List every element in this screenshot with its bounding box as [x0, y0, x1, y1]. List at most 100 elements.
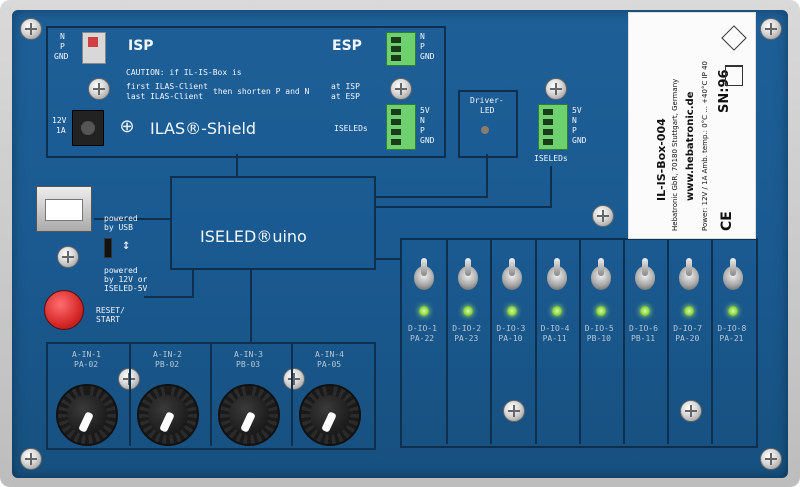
digital-io-port: PB-11	[631, 334, 656, 343]
power-current-label: 1A	[56, 126, 66, 135]
manufacturer-address: Hebatronic GbR, 70180 Stuttgart, Germany	[671, 78, 679, 231]
driver-led-label-2: LED	[480, 106, 495, 115]
isp-pin-p: P	[60, 42, 65, 51]
digital-io-label: D-IO-3	[496, 324, 526, 333]
digital-io-label: D-IO-5	[584, 324, 614, 333]
digital-io-label: D-IO-1	[408, 324, 437, 333]
powered-by-usb-label: powered by USB	[104, 214, 138, 232]
power-voltage-label: 12V	[52, 116, 67, 125]
esp-pin-gnd: GND	[420, 52, 435, 61]
analog-divider	[291, 344, 293, 446]
trace	[250, 268, 252, 344]
trace	[374, 258, 400, 260]
caution-line-2: first ILAS-Client	[126, 82, 208, 91]
driver-led-label-1: Driver-	[470, 96, 504, 105]
ilas-shield-box	[46, 26, 446, 158]
digital-io-port: PB-10	[586, 334, 611, 343]
trace	[550, 166, 552, 208]
ce-mark: CE	[719, 211, 735, 231]
analog-input-port: PA-02	[74, 360, 99, 369]
digital-io-divider	[623, 240, 625, 444]
analog-input-port: PB-02	[155, 360, 180, 369]
knob-pointer-icon	[78, 411, 94, 433]
iseleduino-label: ISELED®uino	[200, 227, 307, 246]
esp-connector	[386, 32, 416, 66]
isp-pin-gnd: GND	[54, 52, 69, 61]
screw-icon	[760, 18, 782, 40]
right-iseleds-label: ISELEDs	[534, 154, 568, 163]
warning-diamond-icon	[721, 25, 747, 51]
digital-io-divider	[711, 240, 714, 444]
knob-pointer-icon	[240, 411, 256, 433]
isp-connector	[82, 32, 106, 64]
screw-icon	[20, 18, 42, 40]
caution-then-text: then shorten P and N	[213, 87, 310, 96]
esp-label: ESP	[332, 38, 362, 54]
potentiometer-knob-a-in-1[interactable]	[56, 384, 118, 446]
digital-io-box	[400, 238, 758, 448]
screw-icon	[283, 368, 305, 390]
toggle-switch-d-io-5[interactable]	[590, 258, 611, 290]
knob-pointer-icon	[159, 411, 175, 433]
right-pin-p: P	[572, 126, 577, 135]
digital-io-label: D-IO-8	[717, 324, 747, 333]
toggle-switch-d-io-7[interactable]	[679, 258, 700, 290]
driver-led-indicator	[481, 126, 489, 134]
caution-line-1: CAUTION: if IL-IS-Box is	[126, 68, 242, 77]
digital-io-port: PA-20	[675, 334, 700, 343]
usb-port[interactable]	[36, 186, 92, 232]
trace	[192, 268, 194, 298]
toggle-switch-d-io-1[interactable]	[414, 258, 434, 290]
device-label-card: IL-IS-Box-004 Hebatronic GbR, 70180 Stut…	[628, 12, 756, 239]
status-led-d-io-1	[419, 306, 429, 316]
iseled-pin-n: N	[420, 116, 425, 125]
iseleds-label: ISELEDs	[334, 124, 368, 133]
iseled-connector	[386, 104, 416, 150]
trace	[486, 154, 488, 198]
toggle-switch-d-io-6[interactable]	[635, 258, 655, 290]
right-pin-n: N	[572, 116, 577, 125]
toggle-switch-d-io-2[interactable]	[458, 258, 479, 290]
polarity-icon: ⊕	[119, 116, 135, 137]
driver-led-box	[458, 90, 518, 158]
power-select-switch[interactable]	[104, 238, 112, 258]
model-number: IL-IS-Box-004	[655, 118, 668, 201]
toggle-switch-d-io-8[interactable]	[723, 258, 744, 290]
potentiometer-knob-a-in-4[interactable]	[299, 384, 361, 446]
analog-divider	[210, 344, 212, 446]
analog-input-box	[46, 342, 376, 450]
reset-start-button[interactable]	[44, 290, 84, 330]
ilas-shield-title: ILAS®-Shield	[150, 119, 257, 138]
digital-io-port: PA-23	[454, 334, 479, 343]
digital-io-divider	[534, 240, 537, 444]
analog-input-label: A-IN-1	[72, 350, 101, 359]
analog-input-label: A-IN-2	[153, 350, 182, 359]
analog-input-port: PA-05	[317, 360, 342, 369]
screw-icon	[57, 246, 79, 268]
potentiometer-knob-a-in-3[interactable]	[218, 384, 280, 446]
device-specs: Power: 12V / 1A Amb. temp.: 0°C ... +40°…	[701, 61, 709, 231]
status-led-d-io-2	[463, 306, 474, 316]
screw-icon	[390, 78, 412, 100]
dc-power-jack	[72, 110, 104, 146]
screw-icon	[545, 78, 567, 100]
trace	[144, 296, 194, 298]
screw-icon	[88, 78, 110, 100]
at-isp-label: at ISP	[331, 82, 360, 91]
analog-divider	[129, 344, 131, 446]
trace	[236, 154, 238, 176]
analog-input-label: A-IN-4	[315, 350, 344, 359]
trace	[374, 206, 552, 208]
status-led-d-io-8	[728, 306, 739, 316]
caution-line-3: last ILAS-Client	[126, 92, 204, 101]
iseled-pin-5v: 5V	[420, 106, 430, 115]
analog-input-port: PB-03	[236, 360, 261, 369]
status-led-d-io-7	[684, 306, 695, 316]
digital-io-label: D-IO-6	[629, 324, 658, 333]
toggle-switch-d-io-3[interactable]	[502, 258, 523, 290]
screw-icon	[680, 400, 702, 422]
digital-io-label: D-IO-7	[673, 324, 703, 333]
potentiometer-knob-a-in-2[interactable]	[137, 384, 199, 446]
toggle-switch-d-io-4[interactable]	[546, 258, 567, 290]
